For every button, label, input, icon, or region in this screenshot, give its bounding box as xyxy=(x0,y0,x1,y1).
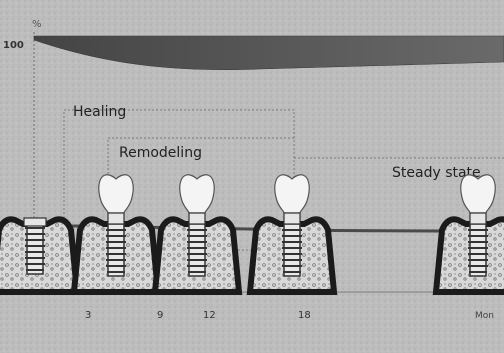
healing-label: Healing xyxy=(73,104,126,120)
y-axis-unit: % xyxy=(32,19,42,30)
implant-body-3 xyxy=(106,224,126,276)
x-tick-12: 12 xyxy=(203,310,216,321)
x-tick-9: 9 xyxy=(157,310,163,321)
implant-baseline xyxy=(0,218,77,292)
y-axis-tick-100: 100 xyxy=(3,40,24,51)
implant-body-0 xyxy=(25,222,45,274)
x-axis-unit: Mon xyxy=(475,311,494,321)
x-tick-3: 3 xyxy=(85,310,91,321)
x-tick-18: 18 xyxy=(298,310,311,321)
implant-body-12 xyxy=(187,224,207,276)
implant-body-steady xyxy=(468,224,488,276)
implant-body-18 xyxy=(282,224,302,276)
remodeling-label: Remodeling xyxy=(119,145,202,161)
